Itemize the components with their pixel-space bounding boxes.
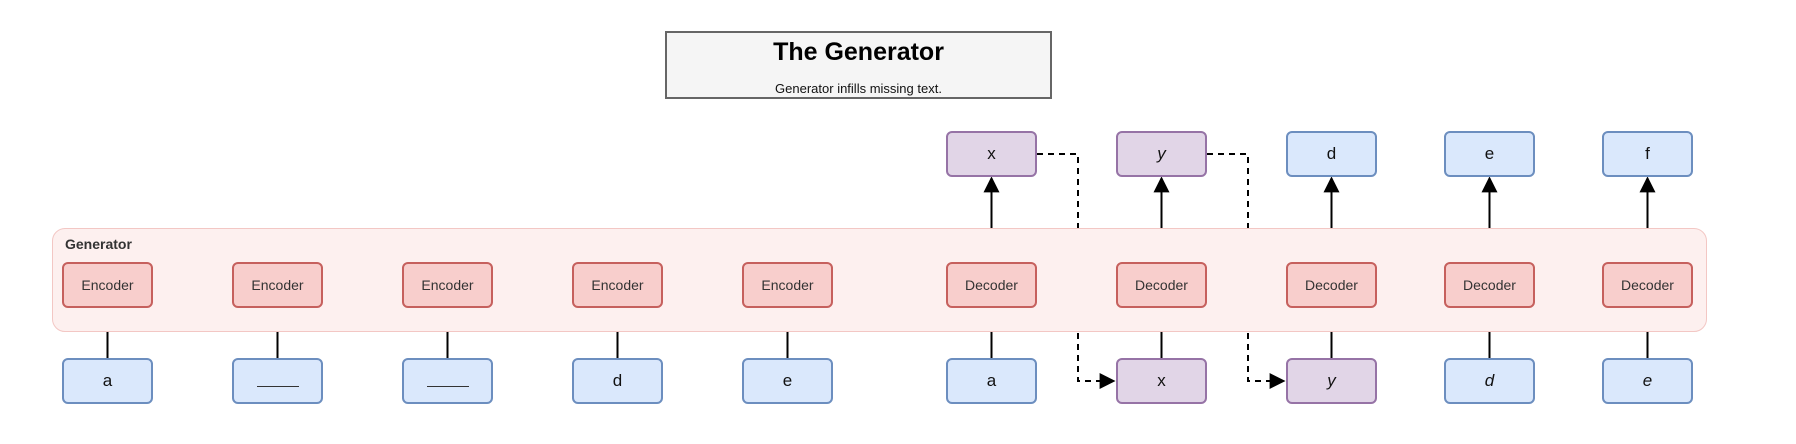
mask-blank (256, 385, 299, 387)
mask-blank (426, 385, 469, 387)
decoder-1: Decoder (946, 262, 1037, 308)
encoder-2: Encoder (232, 262, 323, 308)
decoder-2: Decoder (1116, 262, 1207, 308)
decoder-input-5: e (1602, 358, 1693, 404)
decoder-input-1: a (946, 358, 1037, 404)
encoder-input-5: e (742, 358, 833, 404)
diagram-title: The Generator (773, 38, 944, 66)
diagram-subtitle: Generator infills missing text. (775, 81, 942, 96)
encoder-input-2-masked (232, 358, 323, 404)
decoder-output-1: x (946, 131, 1037, 177)
generator-group-label: Generator (65, 236, 132, 252)
decoder-4: Decoder (1444, 262, 1535, 308)
decoder-output-5: f (1602, 131, 1693, 177)
encoder-5: Encoder (742, 262, 833, 308)
decoder-input-3: y (1286, 358, 1377, 404)
encoder-input-1: a (62, 358, 153, 404)
encoder-4: Encoder (572, 262, 663, 308)
decoder-input-4: d (1444, 358, 1535, 404)
generator-group (52, 228, 1707, 332)
decoder-input-2: x (1116, 358, 1207, 404)
encoder-3: Encoder (402, 262, 493, 308)
decoder-3: Decoder (1286, 262, 1377, 308)
encoder-input-4: d (572, 358, 663, 404)
decoder-output-3: d (1286, 131, 1377, 177)
decoder-output-4: e (1444, 131, 1535, 177)
encoder-input-3-masked (402, 358, 493, 404)
encoder-1: Encoder (62, 262, 153, 308)
title-box: The Generator Generator infills missing … (665, 31, 1052, 99)
decoder-output-2: y (1116, 131, 1207, 177)
decoder-5: Decoder (1602, 262, 1693, 308)
